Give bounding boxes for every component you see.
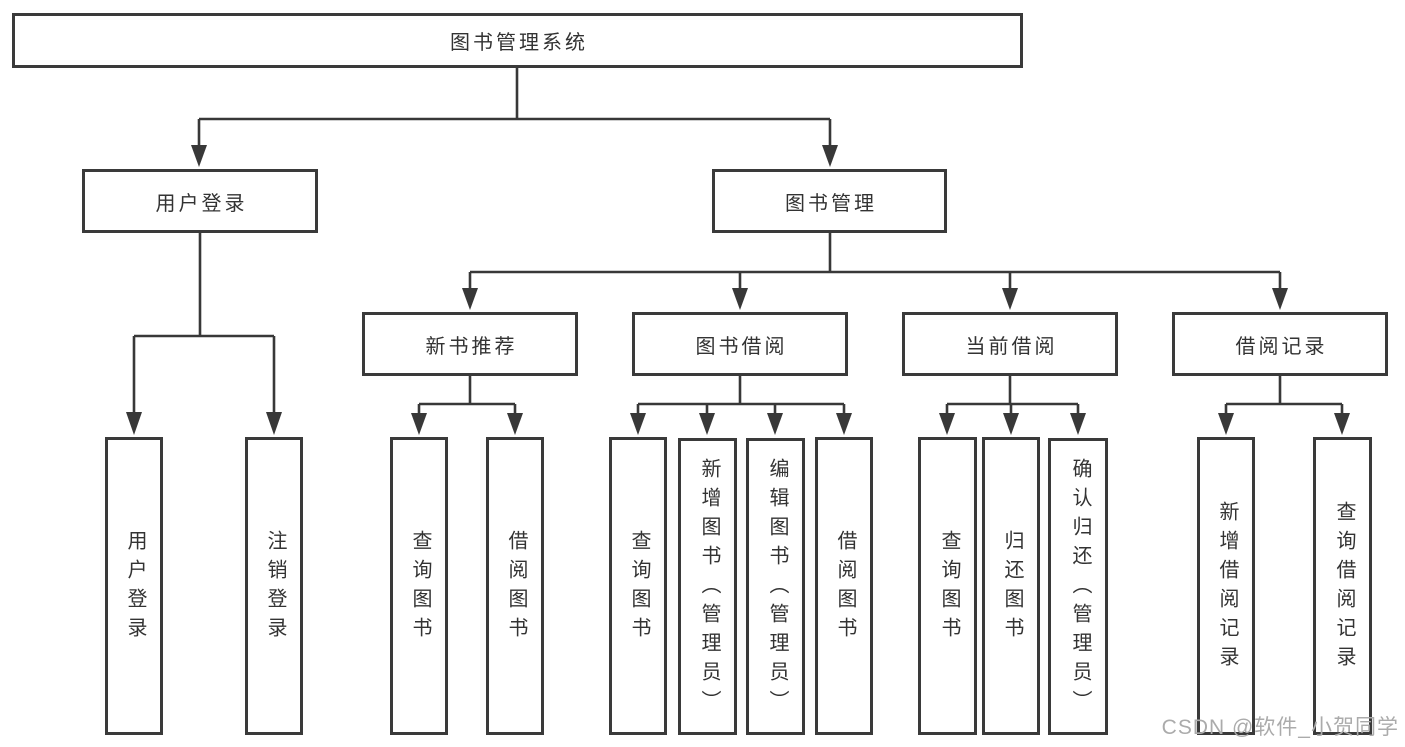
node-leaf-edit-books-admin: 编辑图书（管理员） [746, 438, 805, 735]
node-leaf-confirm-return-admin: 确认归还（管理员） [1048, 438, 1108, 735]
node-book-management: 图书管理 [712, 169, 947, 233]
node-leaf-query-borrow-record: 查询借阅记录 [1313, 437, 1372, 735]
node-leaf-user-login: 用户登录 [105, 437, 163, 735]
node-leaf-query-books-current: 查询图书 [918, 437, 977, 735]
node-borrowing-records: 借阅记录 [1172, 312, 1388, 376]
node-current-borrowing: 当前借阅 [902, 312, 1118, 376]
node-new-book-recommend: 新书推荐 [362, 312, 578, 376]
node-leaf-borrow-books: 借阅图书 [815, 437, 873, 735]
node-leaf-return-books: 归还图书 [982, 437, 1040, 735]
node-book-borrowing: 图书借阅 [632, 312, 848, 376]
node-leaf-borrow-books-recommend: 借阅图书 [486, 437, 544, 735]
node-user-login: 用户登录 [82, 169, 318, 233]
node-leaf-logout: 注销登录 [245, 437, 303, 735]
node-library-management-system: 图书管理系统 [12, 13, 1023, 68]
node-leaf-query-books-borrowing: 查询图书 [609, 437, 667, 735]
node-leaf-add-borrow-record: 新增借阅记录 [1197, 437, 1255, 735]
node-leaf-query-books-recommend: 查询图书 [390, 437, 448, 735]
node-leaf-add-books-admin: 新增图书（管理员） [678, 438, 737, 735]
csdn-watermark: CSDN @软件_小贺同学 [1161, 716, 1399, 739]
